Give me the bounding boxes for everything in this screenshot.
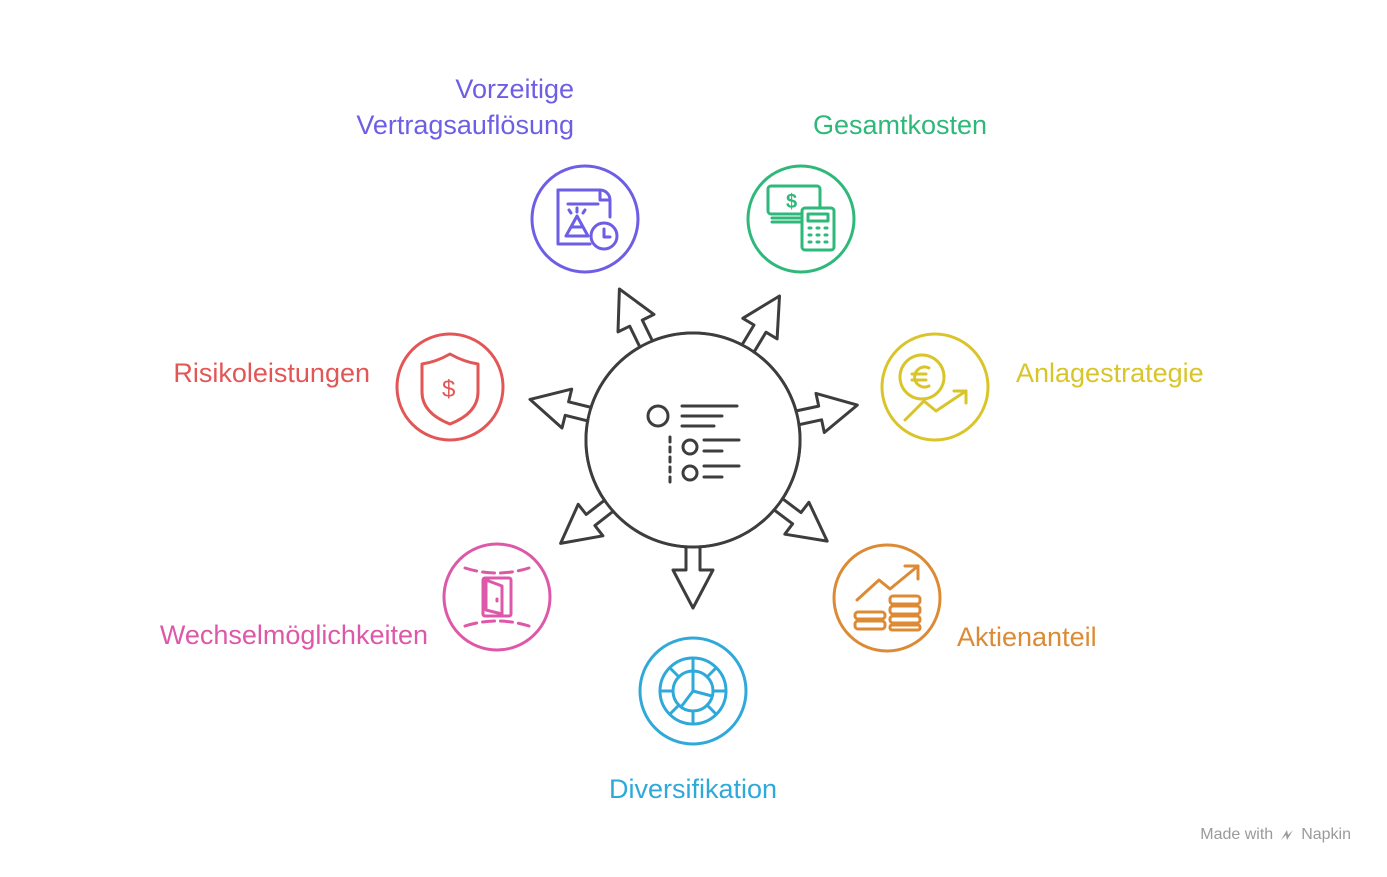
- door-switch-icon: [463, 566, 531, 628]
- label-line: Diversifikation: [608, 774, 778, 804]
- label-diversification: Diversifikation: [543, 771, 843, 807]
- watermark-text: Made with: [1200, 826, 1274, 843]
- node-switching-options: [442, 542, 552, 652]
- label-line: Vertragsauflösung: [356, 110, 574, 140]
- label-line: Aktienanteil: [957, 622, 1097, 652]
- node-risk-benefits: $: [395, 332, 505, 442]
- hub-arrow-diversification: [671, 538, 715, 610]
- svg-text:$: $: [786, 191, 797, 213]
- label-equity-share: Aktienanteil: [957, 619, 1097, 655]
- node-diversification: [638, 636, 748, 746]
- label-risk-benefits: Risikoleistungen: [100, 355, 370, 391]
- svg-text:$: $: [442, 376, 455, 403]
- hub-outline: [584, 331, 802, 549]
- node-early-termination: [530, 164, 640, 274]
- coins-trend-icon: [853, 564, 922, 632]
- euro-growth-icon: [898, 353, 968, 422]
- label-line: Vorzeitige: [455, 74, 574, 104]
- watermark-brand: Napkin: [1301, 826, 1351, 843]
- node-total-costs: $: [746, 164, 856, 274]
- shield-dollar-icon: $: [420, 352, 480, 426]
- label-early-termination: Vorzeitige Vertragsauflösung: [300, 71, 574, 143]
- money-calculator-icon: $: [766, 184, 836, 252]
- label-line: Risikoleistungen: [173, 358, 370, 388]
- label-total-costs: Gesamtkosten: [813, 107, 987, 143]
- pie-chart-icon: [658, 656, 728, 726]
- node-equity-share: [832, 543, 942, 653]
- label-switching-options: Wechselmöglichkeiten: [80, 617, 428, 653]
- label-line: Gesamtkosten: [813, 110, 988, 140]
- label-line: Wechselmöglichkeiten: [159, 620, 428, 650]
- label-line: Anlagestrategie: [1016, 358, 1204, 388]
- hub-arrows: [528, 287, 859, 610]
- list-icon: [646, 404, 741, 484]
- watermark: Made with Napkin: [1200, 826, 1351, 844]
- node-investment-strategy: [880, 332, 990, 442]
- contract-hourglass-clock-icon: [556, 188, 619, 251]
- label-investment-strategy: Anlagestrategie: [1016, 355, 1204, 391]
- napkin-logo-icon: [1281, 830, 1294, 840]
